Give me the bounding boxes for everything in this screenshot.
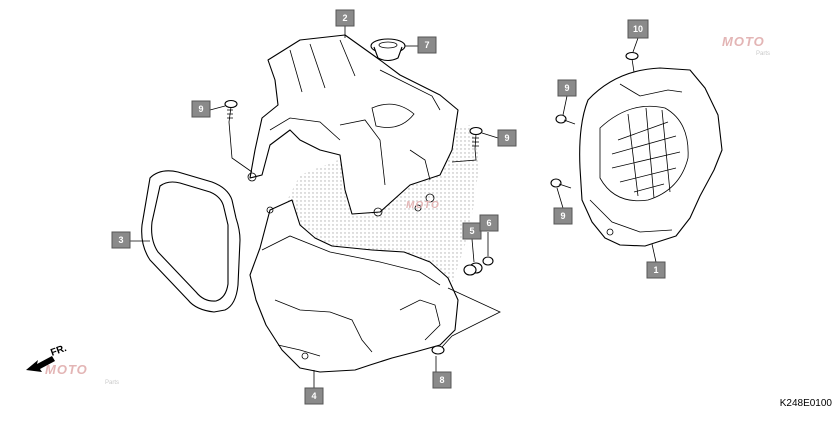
screw-9-left [224,99,238,123]
direction-label: FR. [49,343,68,359]
watermark-logo-mid: MOTO [406,200,440,211]
svg-text:9: 9 [198,104,203,114]
callout-8: 8 [432,371,452,389]
leader-lines [130,26,657,388]
screw-9-right-bottom [550,178,572,189]
watermark-sub-bottom: Parts [105,380,120,386]
callout-9-right-bottom: 9 [553,207,573,225]
callout-2: 2 [335,9,355,27]
callout-9-left: 9 [191,100,211,118]
svg-text:6: 6 [486,218,491,228]
part-5-collar [463,262,483,276]
screw-10 [625,51,639,73]
screw-9-mid [469,126,483,150]
watermark-logo-bottom: MOTO [45,362,88,377]
callout-6: 6 [479,214,499,232]
part-2-upper-shroud [247,34,459,217]
svg-text:1: 1 [653,265,658,275]
svg-text:8: 8 [439,375,444,385]
svg-text:10: 10 [633,24,643,34]
callout-3: 3 [111,231,131,249]
svg-text:9: 9 [560,211,565,221]
part-7-grommet [370,38,406,62]
svg-text:4: 4 [311,391,316,401]
svg-text:7: 7 [424,40,429,50]
svg-text:9: 9 [564,83,569,93]
svg-text:9: 9 [504,133,509,143]
callout-9-right-top: 9 [557,79,577,97]
callout-1: 1 [646,261,666,279]
callout-7: 7 [417,36,437,54]
svg-text:5: 5 [469,226,474,236]
callout-5: 5 [462,222,482,240]
part-6-grommet [482,256,494,266]
part-4-lower-shroud [249,199,459,373]
part-8-bolt [431,335,453,355]
arrow-icon: FR. [26,343,68,372]
front-direction-indicator: FR. [22,340,82,380]
part-3-seal [141,170,241,313]
callout-4: 4 [304,387,324,405]
svg-text:2: 2 [342,13,347,23]
drawing-code: K248E0100 [779,398,832,409]
watermark-sub-top: Parts [756,51,771,57]
part-1-fan-cover [579,67,723,247]
watermark-logo-top: MOTO [722,34,765,49]
callout-9-mid: 9 [497,129,517,147]
callout-10: 10 [627,19,649,39]
svg-text:3: 3 [118,235,123,245]
screw-9-right-top [555,114,576,125]
